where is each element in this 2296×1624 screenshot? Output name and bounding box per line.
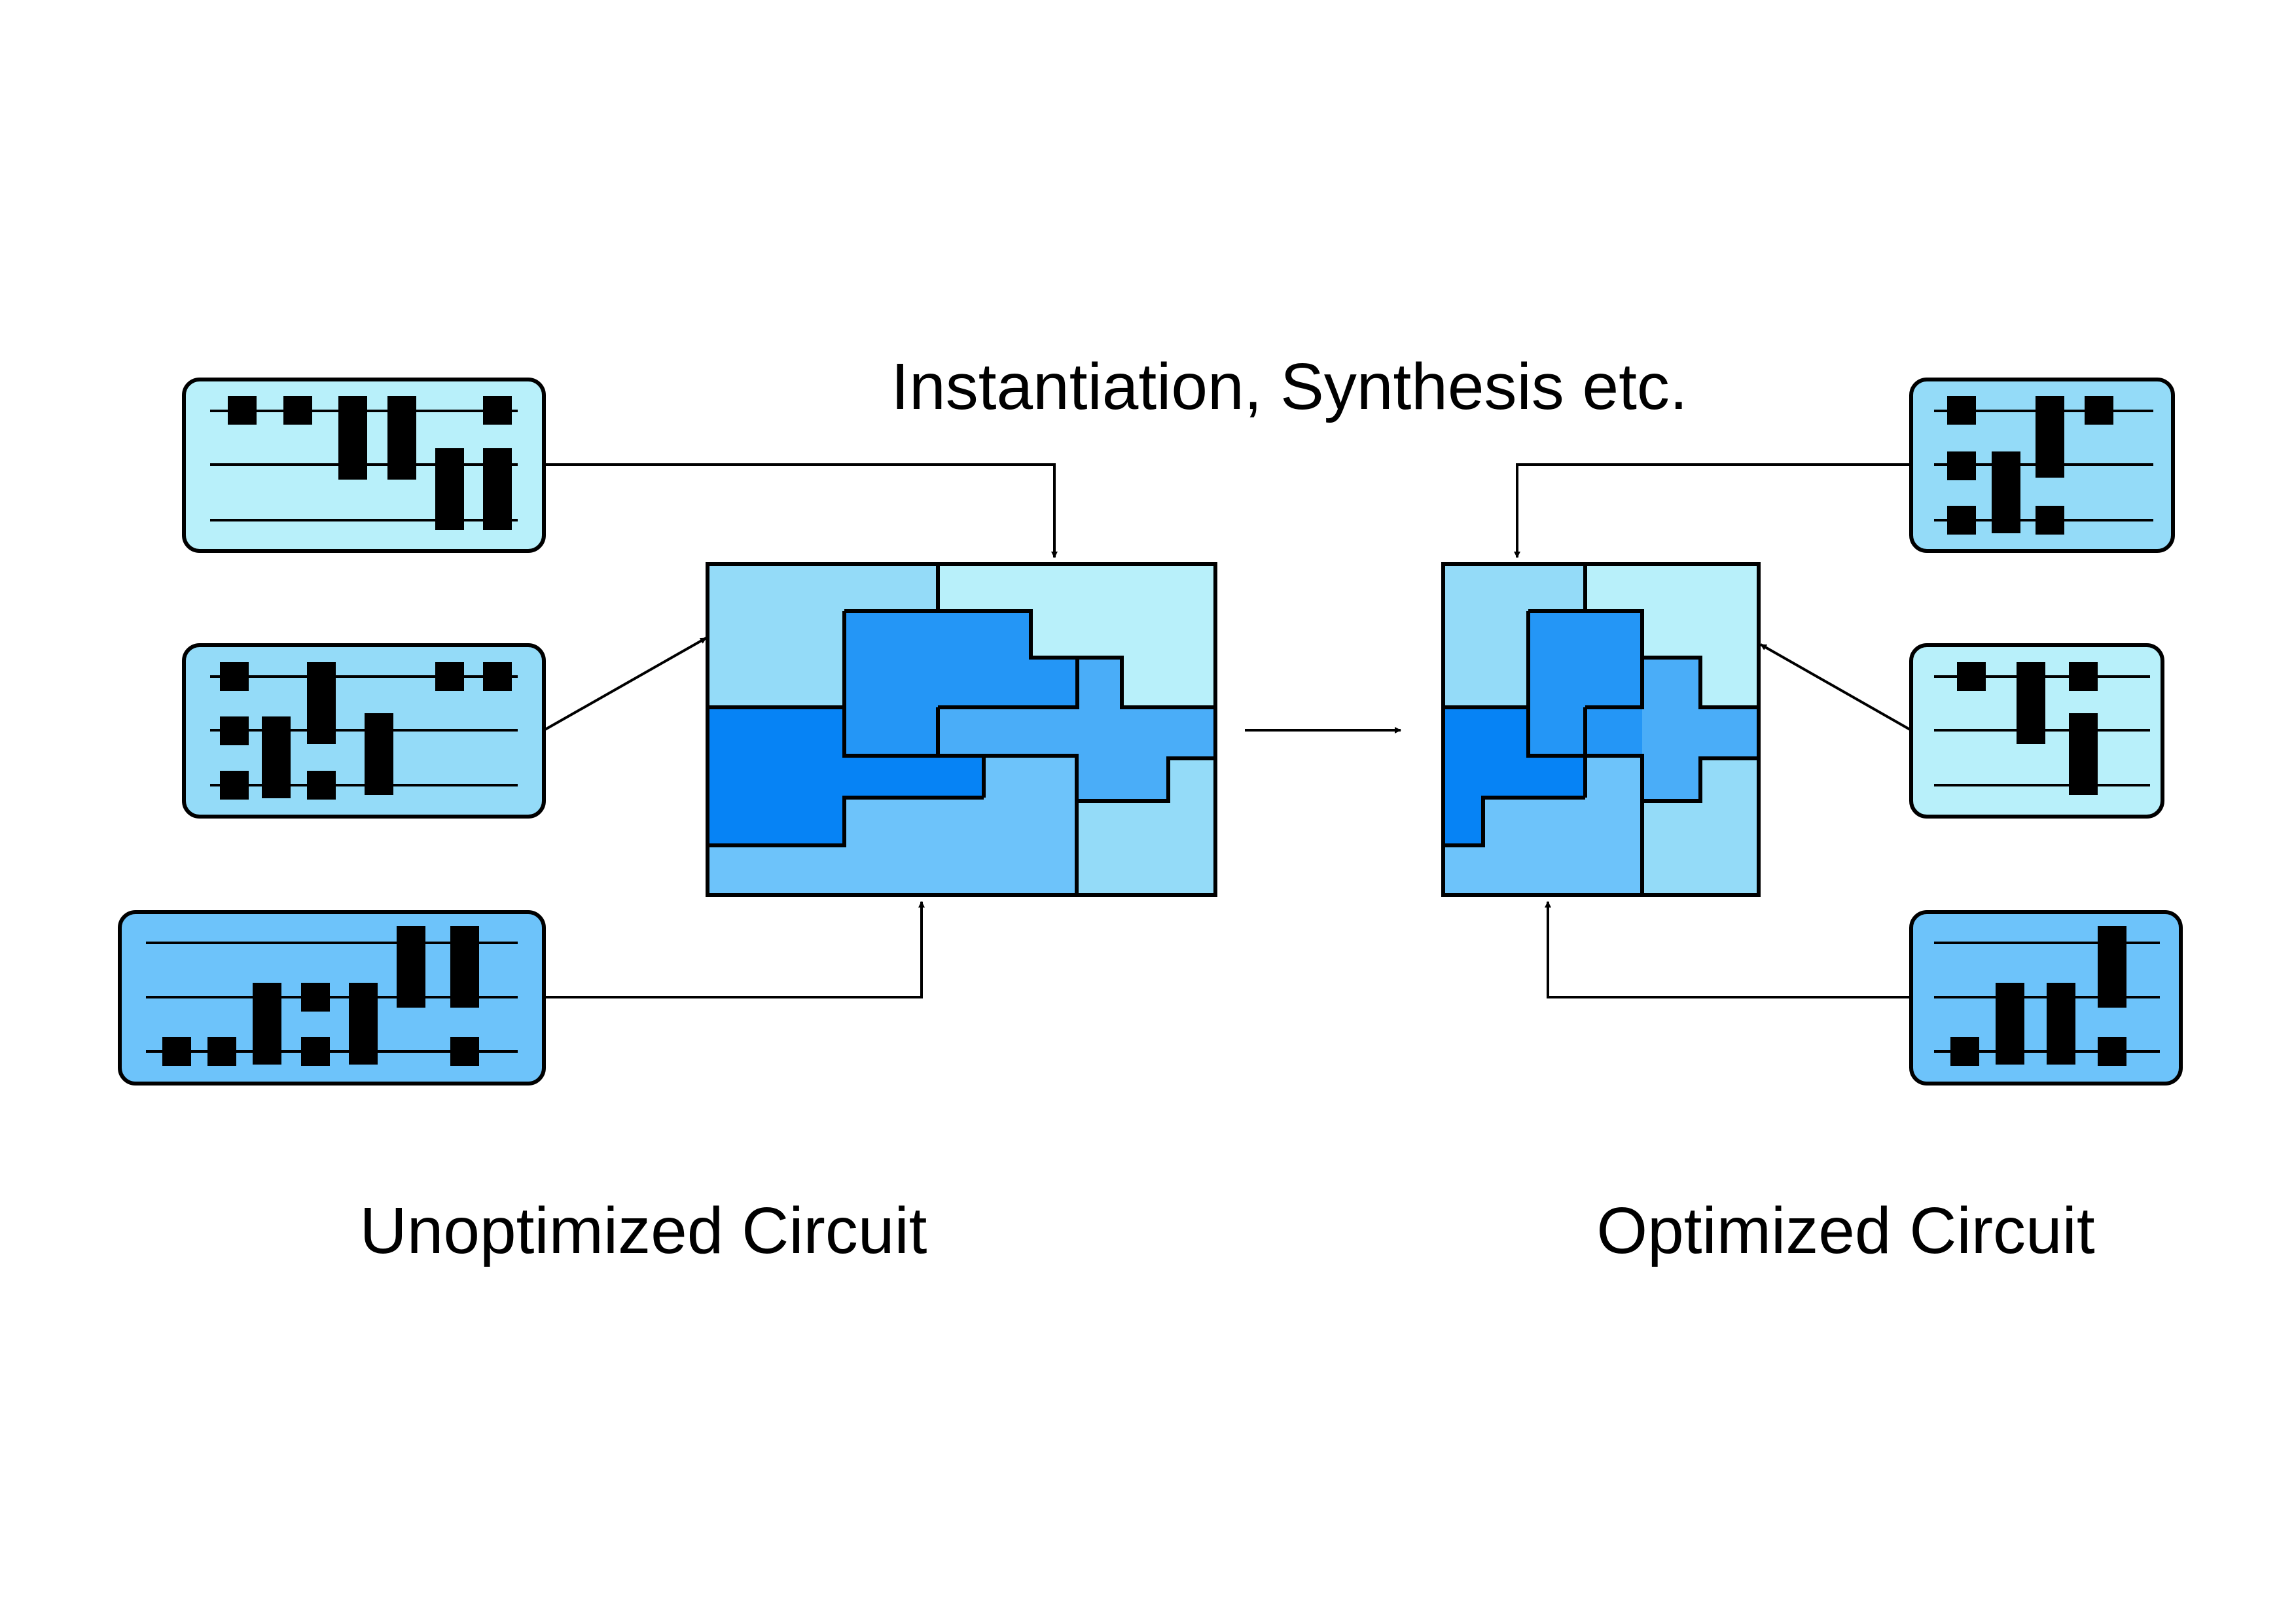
unoptimized-block-2: [182, 643, 546, 819]
arrow-right-middle: [1760, 643, 1912, 732]
optimized-block-1: [1909, 378, 2175, 553]
arrow-left-top: [544, 463, 1058, 558]
arrow-right-bottom: [1545, 901, 1911, 998]
optimized-label: Optimized Circuit: [1596, 1194, 2094, 1267]
unoptimized-circuit-grid: [706, 562, 1217, 897]
optimized-block-2: [1909, 643, 2164, 819]
process-label: Instantiation, Synthesis etc.: [891, 350, 1687, 423]
optimized-circuit-grid: [1441, 562, 1761, 897]
arrow-left-middle: [543, 637, 707, 732]
unoptimized-block-1: [182, 378, 546, 553]
arrow-right-top: [1514, 463, 1911, 558]
unoptimized-block-3: [118, 910, 546, 1086]
connector-arrows: [543, 463, 1912, 998]
optimized-block-3: [1909, 910, 2183, 1086]
unoptimized-label: Unoptimized Circuit: [360, 1194, 927, 1267]
arrow-left-bottom: [544, 901, 925, 998]
